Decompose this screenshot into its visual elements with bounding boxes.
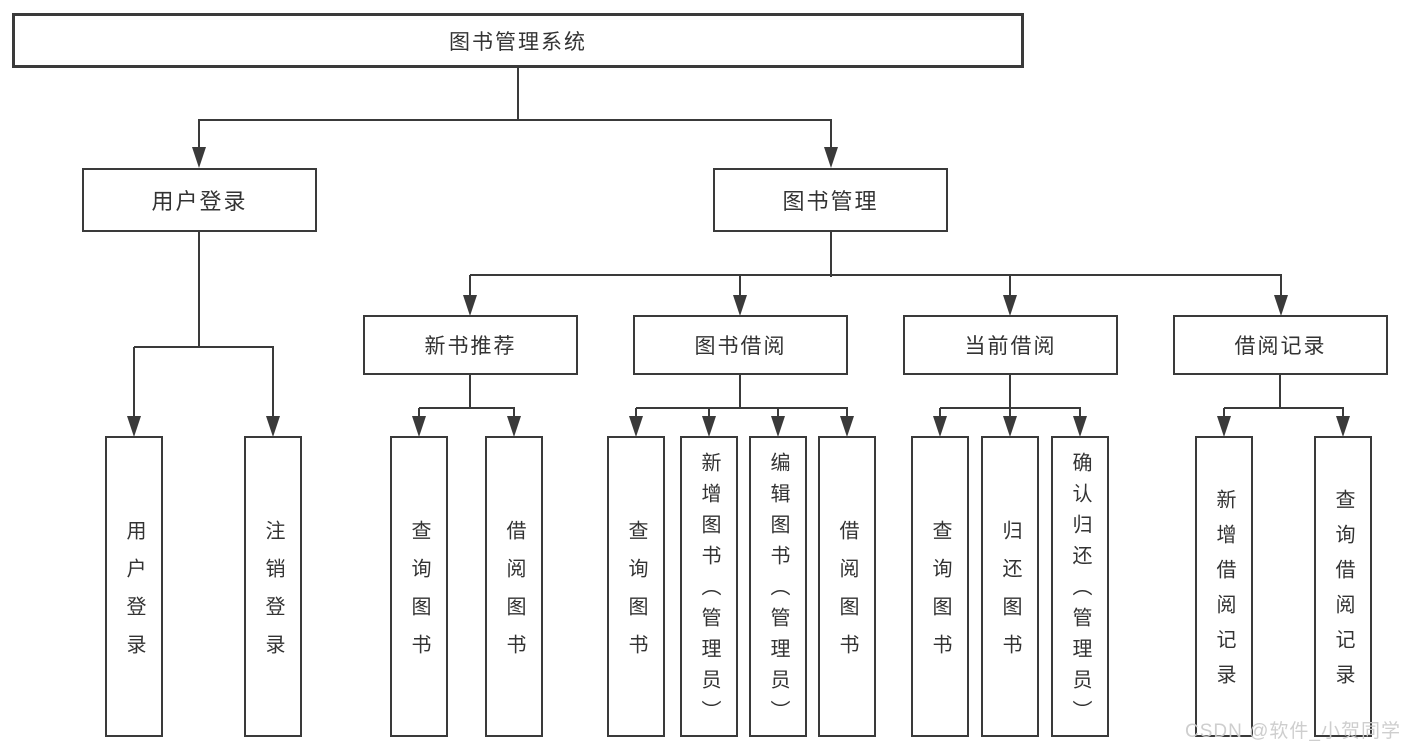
node-user-login: 用户登录: [82, 168, 317, 232]
leaf-nb-query-books: 查询图书: [390, 436, 448, 737]
leaf-br-query-record-label: 查询借阅记录: [1332, 488, 1354, 699]
arrowhead: [1073, 416, 1087, 437]
arrowhead: [1336, 416, 1350, 437]
leaf-logout-label: 注销登录: [262, 519, 284, 672]
leaf-bb-borrow-books: 借阅图书: [818, 436, 876, 737]
leaf-bb-query-books-label: 查询图书: [625, 519, 647, 672]
leaf-bb-edit-books-admin: 编辑图书（管理员）: [749, 436, 807, 737]
arrowhead: [192, 147, 206, 168]
leaf-bb-add-books-admin: 新增图书（管理员）: [680, 436, 738, 737]
node-new-book-recommend: 新书推荐: [363, 315, 578, 375]
arrowhead: [1003, 295, 1017, 316]
node-borrow-records: 借阅记录: [1173, 315, 1388, 375]
leaf-bb-add-books-admin-label: 新增图书（管理员）: [698, 452, 720, 731]
arrowhead: [1003, 416, 1017, 437]
leaf-br-add-record: 新增借阅记录: [1195, 436, 1253, 737]
arrowhead: [771, 416, 785, 437]
arrowhead: [463, 295, 477, 316]
node-book-management: 图书管理: [713, 168, 948, 232]
leaf-bb-query-books: 查询图书: [607, 436, 665, 737]
arrowhead: [933, 416, 947, 437]
arrowhead: [840, 416, 854, 437]
leaf-br-query-record: 查询借阅记录: [1314, 436, 1372, 737]
leaf-logout: 注销登录: [244, 436, 302, 737]
leaf-cb-query-books: 查询图书: [911, 436, 969, 737]
leaf-nb-borrow-books: 借阅图书: [485, 436, 543, 737]
arrowhead: [702, 416, 716, 437]
leaf-cb-confirm-return-admin: 确认归还（管理员）: [1051, 436, 1109, 737]
leaf-cb-return-books: 归还图书: [981, 436, 1039, 737]
csdn-watermark: CSDN @软件_小贺同学: [1185, 721, 1401, 742]
leaf-nb-query-books-label: 查询图书: [408, 519, 430, 672]
leaf-cb-query-books-label: 查询图书: [929, 519, 951, 672]
arrowhead: [629, 416, 643, 437]
arrowhead: [1217, 416, 1231, 437]
arrowhead: [1274, 295, 1288, 316]
leaf-bb-edit-books-admin-label: 编辑图书（管理员）: [767, 452, 789, 731]
node-book-borrowing: 图书借阅: [633, 315, 848, 375]
arrowhead: [824, 147, 838, 168]
leaf-cb-return-books-label: 归还图书: [999, 519, 1021, 672]
leaf-cb-confirm-return-admin-label: 确认归还（管理员）: [1069, 452, 1091, 731]
leaf-user-login-label: 用户登录: [123, 519, 145, 672]
arrowhead: [507, 416, 521, 437]
leaf-br-add-record-label: 新增借阅记录: [1213, 488, 1235, 699]
arrowhead: [412, 416, 426, 437]
node-root: 图书管理系统: [12, 13, 1024, 68]
leaf-bb-borrow-books-label: 借阅图书: [836, 519, 858, 672]
node-current-borrowing: 当前借阅: [903, 315, 1118, 375]
leaf-nb-borrow-books-label: 借阅图书: [503, 519, 525, 672]
leaf-user-login: 用户登录: [105, 436, 163, 737]
arrowhead: [127, 416, 141, 437]
arrowhead: [733, 295, 747, 316]
arrowhead: [266, 416, 280, 437]
